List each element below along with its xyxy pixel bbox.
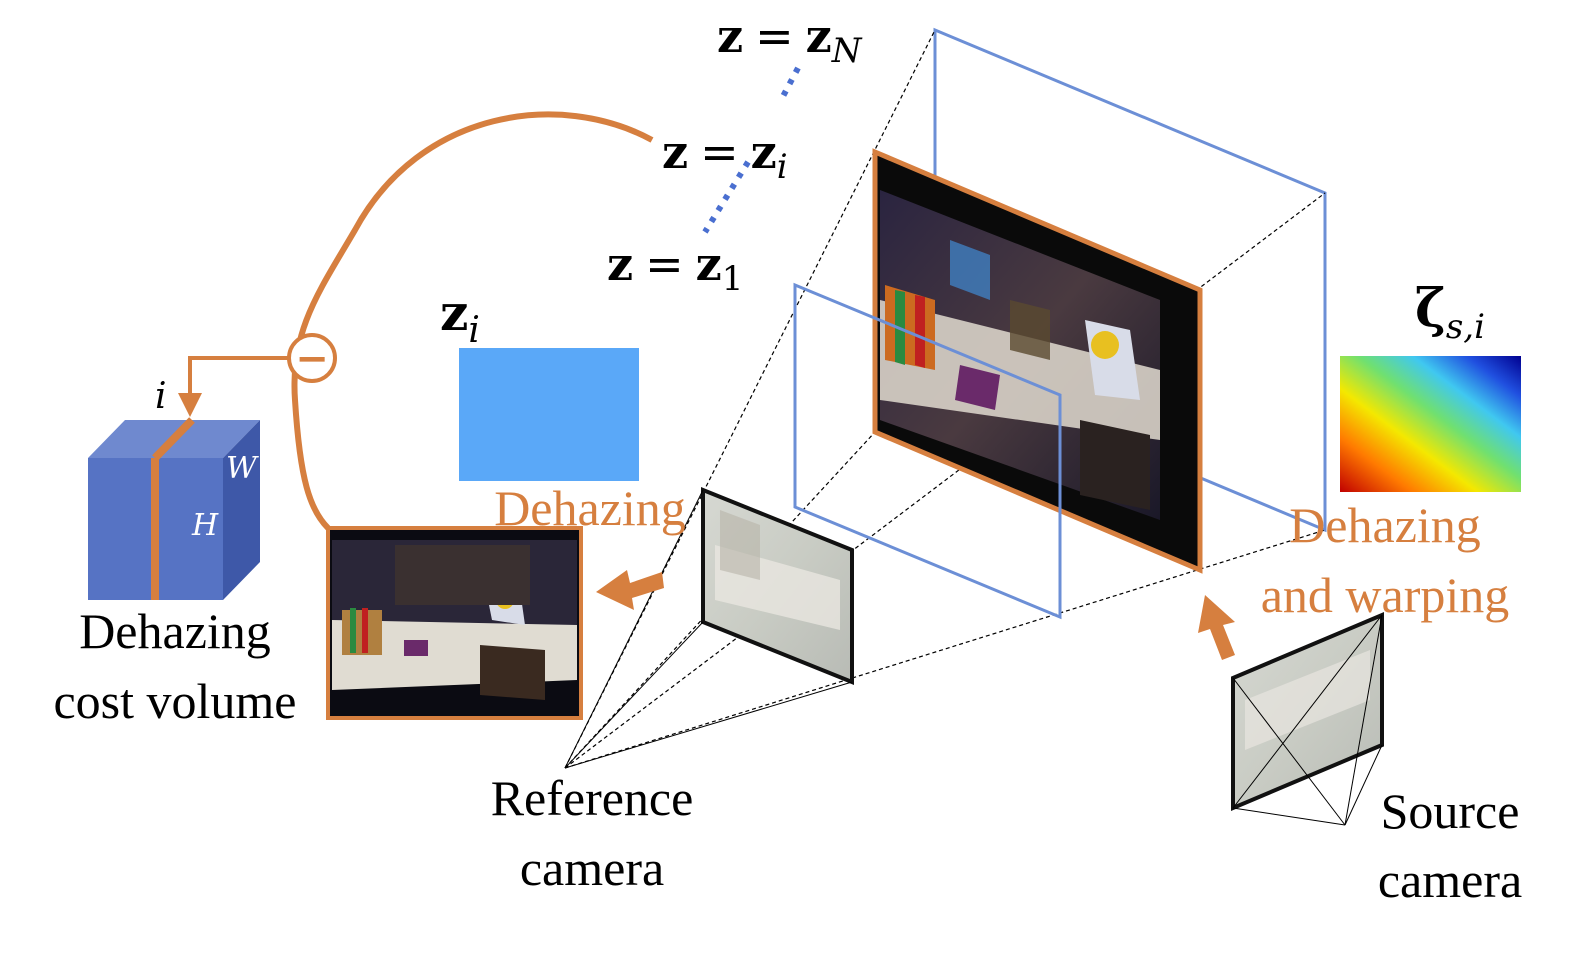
plane-dots-upper [777, 66, 801, 104]
depth-map-box [459, 348, 639, 481]
reference-hazy-image [701, 487, 854, 685]
warp-label-2: and warping [1261, 567, 1510, 623]
zeta-gradient-box [1340, 356, 1521, 492]
cost-volume-title-2: cost volume [53, 673, 296, 729]
reference-rays [564, 489, 853, 769]
minus-symbol: − [295, 336, 329, 382]
cost-volume-w: W [226, 451, 259, 486]
warp-label-1: Dehazing [1289, 497, 1481, 553]
warped-image-plane [872, 148, 1203, 574]
source-camera-label-1: Source [1381, 783, 1520, 839]
dehazing-label: Dehazing [494, 480, 686, 536]
dehazed-reference-image [326, 526, 583, 720]
reference-camera-label-1: Reference [491, 770, 694, 826]
connector-curve [291, 111, 654, 531]
depth-label: zi [440, 283, 480, 351]
zeta-label: ζs,i [1415, 278, 1485, 347]
dehaze-arrow-src [1198, 595, 1235, 660]
plane-label-zN: z=zN [717, 9, 863, 71]
cost-volume-index: i [155, 376, 167, 417]
dehaze-arrow-ref-shape [596, 570, 664, 610]
minus-circle [287, 333, 337, 383]
cost-volume-title-1: Dehazing [79, 603, 271, 659]
cost-volume-h: H [191, 508, 219, 543]
source-camera-label-2: camera [1378, 852, 1522, 908]
plane-label-z1: z=z1 [607, 237, 743, 299]
depth-plane-front [793, 282, 1062, 620]
cost-volume-cube [88, 417, 260, 600]
plane-label-zi: z=zi [662, 125, 788, 187]
source-rays [1232, 614, 1383, 826]
plane-dots-lower [702, 160, 751, 234]
reference-camera-label-2: camera [520, 840, 664, 896]
index-arrow [178, 356, 290, 417]
